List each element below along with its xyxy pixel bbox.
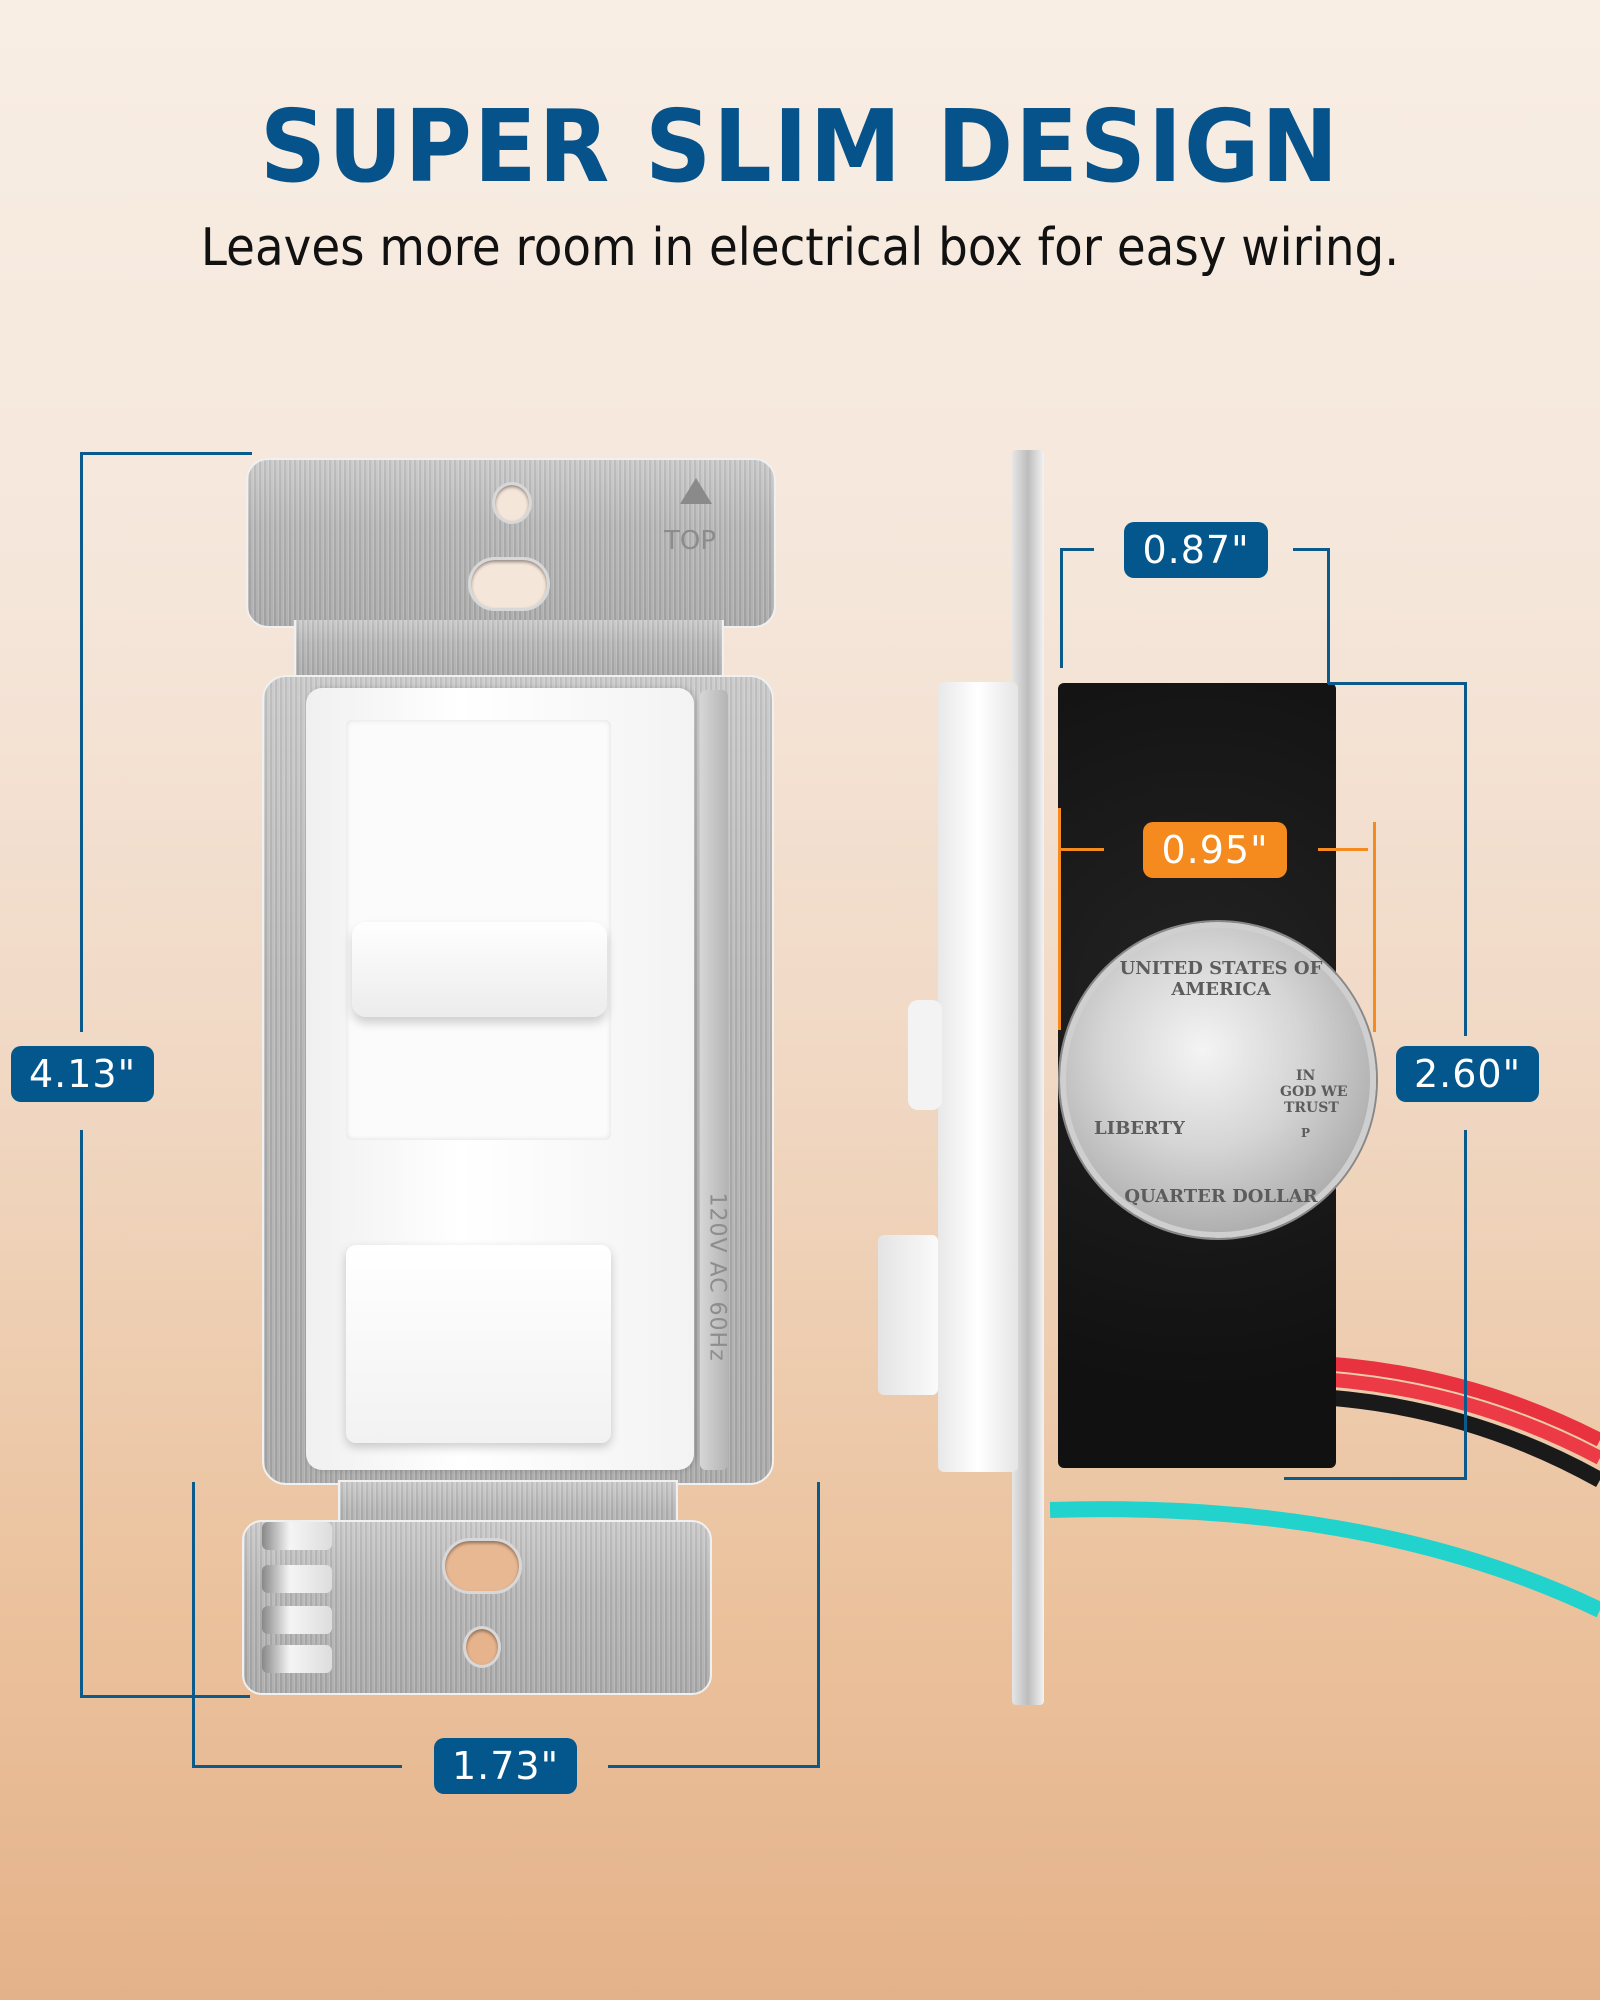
coin-top-text: UNITED STATES OF AMERICA: [1119, 958, 1323, 1000]
coin-left-text: LIBERTY: [1094, 1118, 1185, 1139]
quarter-coin: UNITED STATES OF AMERICA LIBERTY IN GOD …: [1060, 922, 1376, 1238]
slot-hole-top: [468, 557, 550, 611]
slot-hole-bottom: [442, 1538, 522, 1594]
screw-hole-top: [492, 482, 532, 524]
side-height-badge: 2.60": [1396, 1046, 1539, 1102]
coin-motto-1: IN: [1296, 1068, 1316, 1084]
coin-bottom-text: QUARTER DOLLAR: [1124, 1186, 1318, 1207]
subheadline: Leaves more room in electrical box for e…: [200, 218, 1400, 278]
coin-motto-3: TRUST: [1284, 1100, 1339, 1116]
coin-motto-2: GOD WE: [1280, 1084, 1348, 1100]
headline: SUPER SLIM DESIGN: [259, 88, 1341, 205]
on-off-switch[interactable]: [346, 1245, 611, 1443]
screw-hole-bottom: [463, 1626, 501, 1668]
dimmer-slider-knob[interactable]: [352, 922, 607, 1017]
side-slider-nub: [908, 1000, 942, 1110]
top-label: TOP: [664, 526, 717, 556]
side-switch-nub: [878, 1235, 938, 1395]
wires: [1300, 1355, 1600, 1487]
coin-diameter-badge: 0.95": [1143, 822, 1287, 878]
rating-label: 120V AC 60Hz: [704, 1192, 730, 1362]
strap-neck-top: [294, 620, 724, 680]
width-badge: 1.73": [434, 1738, 577, 1794]
coin-mint-mark: P: [1301, 1126, 1311, 1140]
depth-badge: 0.87": [1124, 522, 1268, 578]
top-arrow-icon: [680, 478, 712, 504]
height-badge: 4.13": [11, 1046, 154, 1102]
side-rail: [700, 690, 728, 1470]
side-front-face: [938, 682, 1018, 1472]
ground-wire: [1050, 1501, 1600, 1618]
